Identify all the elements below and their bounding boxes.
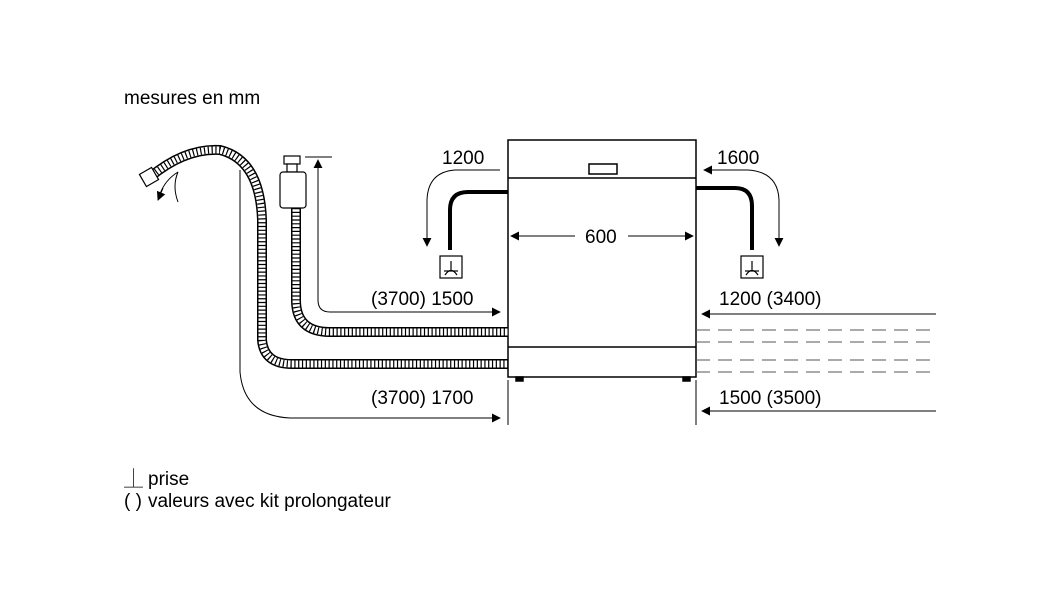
drain-direction-arrow <box>156 187 166 201</box>
left-inlet-length: (3700) 1500 <box>371 289 473 310</box>
left-drain-length: (3700) 1700 <box>371 388 473 409</box>
dishwasher-outline <box>507 139 697 382</box>
extension-kit-dashes <box>696 329 936 373</box>
left-cord-length: 1200 <box>442 148 484 169</box>
socket-symbol: ⏊ <box>124 469 144 490</box>
inlet-hose <box>291 208 508 337</box>
units-note: mesures en mm <box>124 88 260 109</box>
right-cord-length: 1600 <box>717 148 759 169</box>
legend-socket: ⏊prise <box>124 469 189 491</box>
aquastop-valve <box>279 155 307 209</box>
socket-icon <box>439 255 463 279</box>
cord-reach-arrows <box>422 165 784 247</box>
legend-paren-label: valeurs avec kit prolongateur <box>147 491 391 512</box>
width-value: 600 <box>585 227 617 248</box>
socket-icon <box>740 255 764 279</box>
legend-parentheses: ( ) valeurs avec kit prolongateur <box>124 491 391 513</box>
drain-length-guide <box>239 170 501 423</box>
extension-lines <box>507 380 697 425</box>
right-drain-length: 1500 (3500) <box>719 388 821 409</box>
power-cords <box>448 186 754 250</box>
legend-socket-label: prise <box>148 469 190 490</box>
paren-symbol: ( ) <box>124 491 142 512</box>
drain-bend-arrow <box>159 171 179 203</box>
right-lengths <box>701 309 936 416</box>
drain-hose <box>146 144 508 369</box>
drain-hose-end <box>138 166 160 188</box>
valve-height-marker <box>305 156 501 317</box>
right-inlet-length: 1200 (3400) <box>719 289 821 310</box>
